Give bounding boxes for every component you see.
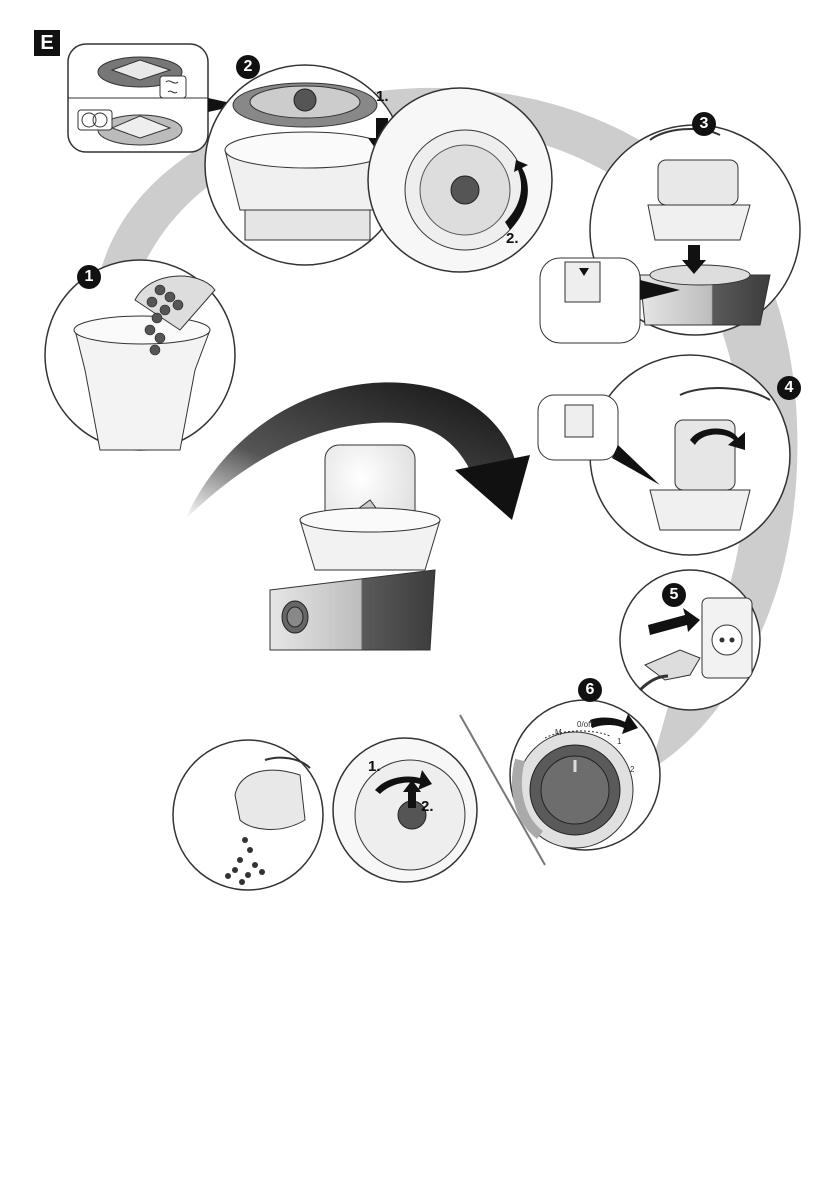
step-badge-2: 2: [236, 55, 260, 79]
removal-substep-1: 1.: [368, 758, 381, 775]
dial-off-label: 0/off: [577, 720, 592, 729]
step2-substep-1: 1.: [376, 88, 389, 105]
removal-substep-2: 2.: [421, 798, 434, 815]
step-badge-4: 4: [777, 376, 801, 400]
dial-pulse-label: M: [555, 728, 562, 737]
step-badge-6: 6: [578, 678, 602, 702]
step-badge-5: 5: [662, 583, 686, 607]
step5-illustration: [620, 570, 760, 710]
step-badge-1: 1: [77, 265, 101, 289]
section-label: E: [34, 30, 60, 56]
dial-speed-2-label: 2: [630, 765, 634, 774]
assembled-appliance: [270, 445, 440, 650]
step-badge-3: 3: [692, 112, 716, 136]
step2-lock-detail: [368, 88, 552, 272]
dial-speed-1-label: 1: [617, 737, 621, 746]
step2-substep-2: 2.: [506, 230, 519, 247]
step4-illustration: [538, 355, 790, 555]
emptying-illustration: [173, 740, 323, 890]
removal-illustration: [333, 738, 477, 882]
step1-illustration: [45, 260, 235, 450]
